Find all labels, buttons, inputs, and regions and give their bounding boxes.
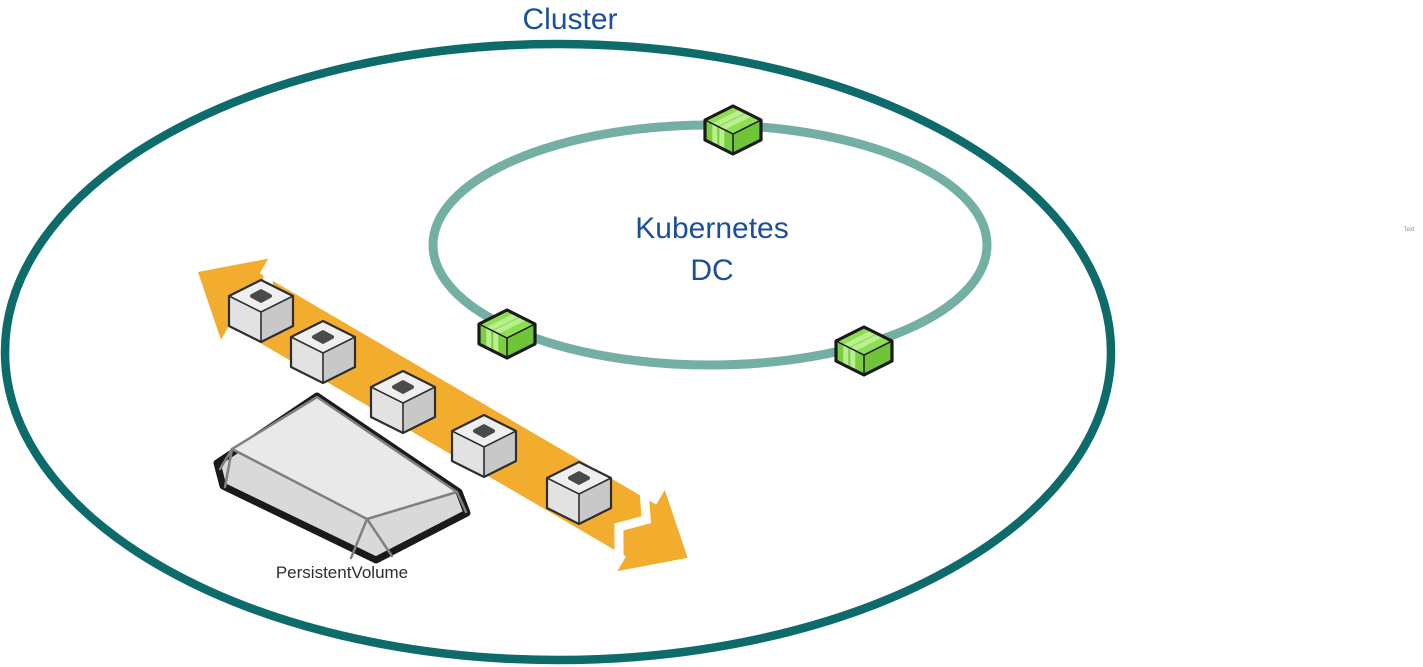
persistent-volume-shape: [213, 392, 471, 564]
persistent-volume-label: PersistentVolume: [275, 563, 409, 582]
stray-text-label: Text: [1403, 227, 1415, 233]
kubernetes-dc-label-line2: DC: [690, 254, 734, 287]
kubernetes-dc-label: Kubernetes DC: [612, 208, 812, 292]
arrow-break-mark: [614, 491, 652, 559]
kubernetes-dc-label-line1: Kubernetes: [635, 212, 789, 245]
cluster-label: Cluster: [522, 3, 618, 36]
cluster-boundary-ellipse: [0, 39, 1116, 665]
kubernetes-node-icon: [705, 106, 761, 154]
